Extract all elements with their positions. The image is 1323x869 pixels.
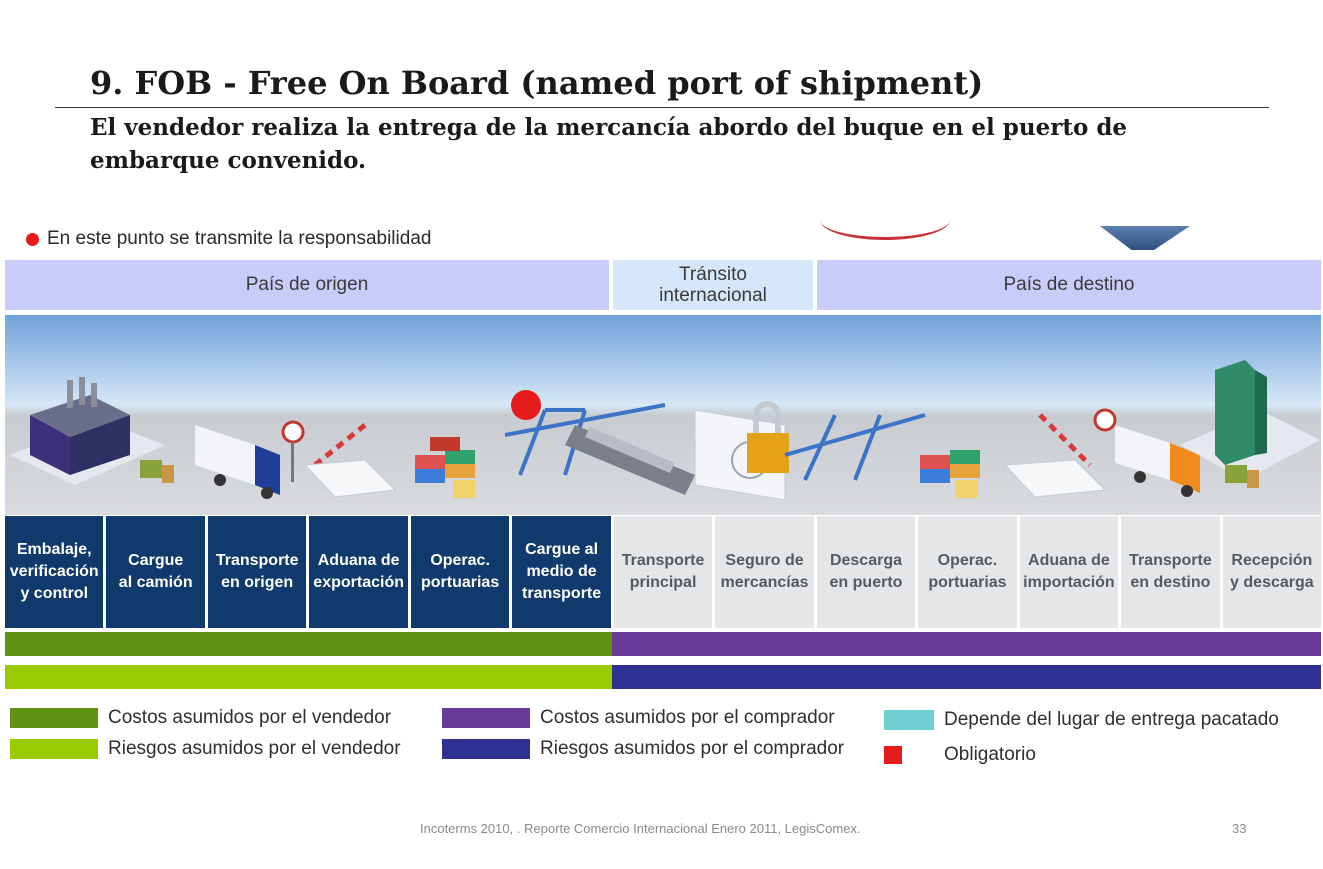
responsibility-note: En este punto se transmite la responsabi… — [26, 228, 431, 250]
costs-bar — [5, 632, 1321, 656]
decorative-arc — [820, 200, 950, 240]
legend-seller-risks-label: Riesgos asumidos por el vendedor — [108, 738, 401, 759]
risks-buyer-segment — [612, 665, 1321, 689]
step-destination-transport: Transporte en destino — [1121, 516, 1220, 628]
destination-containers-icon — [920, 450, 980, 498]
title-rule — [55, 107, 1269, 108]
step-main-transport: Transporte principal — [613, 516, 713, 628]
padlock-icon — [747, 401, 789, 473]
decorative-cube — [1100, 226, 1190, 250]
legend-mandatory: Obligatorio — [884, 744, 1036, 766]
risks-bar — [5, 665, 1321, 689]
depends-swatch — [884, 710, 934, 730]
legend-buyer-costs-label: Costos asumidos por el comprador — [540, 707, 835, 728]
step-export-customs: Aduana de exportación — [309, 516, 408, 628]
legend-seller-costs-label: Costos asumidos por el vendedor — [108, 707, 392, 728]
legend-depends: Depende del lugar de entrega pacatado — [884, 709, 1279, 731]
forklift-icon — [140, 460, 174, 483]
region-transit: Tránsito internacional — [613, 260, 813, 310]
legend-depends-label: Depende del lugar de entrega pacatado — [944, 709, 1279, 730]
step-vessel-loading: Cargue al medio de transporte — [512, 516, 611, 628]
step-port-operations-origin: Operac. portuarias — [410, 516, 510, 628]
mandatory-swatch — [884, 746, 902, 764]
step-cargo-insurance: Seguro de mercancías — [715, 516, 814, 628]
slide-title: 9. FOB - Free On Board (named port of sh… — [90, 64, 984, 102]
page-number: 33 — [1232, 821, 1247, 836]
buyer-risks-swatch — [442, 739, 530, 759]
buyer-costs-swatch — [442, 708, 530, 728]
region-origin: País de origen — [5, 260, 609, 310]
responsibility-note-text: En este punto se transmite la responsabi… — [47, 228, 432, 249]
legend-buyer-risks: Riesgos asumidos por el comprador — [442, 738, 844, 760]
legend-buyer-costs: Costos asumidos por el comprador — [442, 707, 835, 729]
destination-forklift-icon — [1225, 465, 1259, 488]
import-customs-icon — [1003, 408, 1117, 498]
legend-mandatory-label: Obligatorio — [944, 744, 1036, 765]
legend-seller-risks: Riesgos asumidos por el vendedor — [10, 738, 401, 760]
step-import-customs: Aduana de importación — [1019, 516, 1119, 628]
costs-seller-segment — [5, 632, 613, 656]
seller-costs-swatch — [10, 708, 98, 728]
legend-buyer-risks-label: Riesgos asumidos por el comprador — [540, 738, 845, 759]
slide-subtitle: El vendedor realiza la entrega de la mer… — [90, 114, 1128, 174]
step-origin-transport: Transporte en origen — [207, 516, 307, 628]
costs-buyer-segment — [612, 632, 1321, 656]
step-port-operations-destination: Operac. portuarias — [918, 516, 1017, 628]
step-reception-unloading: Recepción y descarga — [1222, 516, 1322, 628]
destination-crane-icon — [784, 413, 926, 481]
transfer-point-icon — [511, 390, 541, 420]
ship-icon — [565, 425, 695, 495]
legend-seller-costs: Costos asumidos por el vendedor — [10, 707, 391, 729]
step-packing: Embalaje, verificación y control — [5, 516, 104, 628]
factory-icon — [10, 377, 165, 485]
destination-truck-icon — [1115, 425, 1200, 497]
step-port-unloading: Descarga en puerto — [816, 516, 916, 628]
region-destination: País de destino — [817, 260, 1321, 310]
process-steps: Embalaje, verificación y control Cargue … — [5, 516, 1322, 628]
seller-risks-swatch — [10, 739, 98, 759]
step-truck-loading: Cargue al camión — [106, 516, 205, 628]
red-dot-icon — [26, 232, 39, 246]
containers-icon — [415, 437, 475, 498]
truck-icon — [195, 425, 280, 499]
risks-seller-segment — [5, 665, 613, 689]
logistics-scene — [5, 315, 1321, 515]
warehouse-building-icon — [1180, 360, 1320, 480]
source-citation: Incoterms 2010, . Reporte Comercio Inter… — [420, 821, 861, 836]
customs-barrier-icon — [281, 420, 397, 498]
